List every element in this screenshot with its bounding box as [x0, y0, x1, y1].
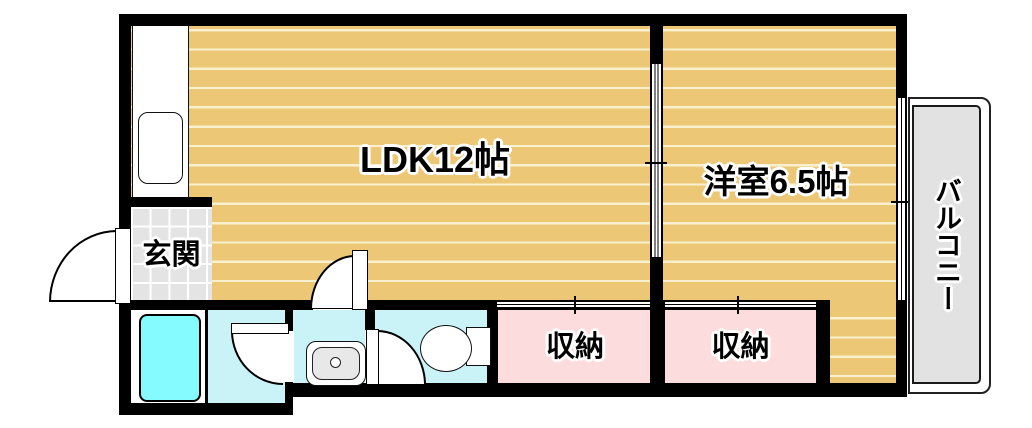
- washroom-doorway-gap: [283, 331, 294, 382]
- storage-right-door-tick: [737, 296, 739, 314]
- entrance-label: 玄関: [142, 239, 201, 271]
- wall-top: [119, 14, 907, 26]
- wall-washbasin-right: [365, 310, 375, 330]
- wall-storage-partition-stub: [650, 300, 665, 310]
- storage-right-floor: [665, 310, 816, 383]
- storage-left-label: 収納: [545, 331, 604, 363]
- storage-left-door-tick: [574, 296, 576, 314]
- wall-storage-partition: [650, 308, 665, 383]
- balcony-inner: [912, 105, 981, 384]
- balcony-deck: [908, 97, 991, 394]
- wall-storage-right: [816, 300, 830, 397]
- entrance-tile-floor: [131, 207, 212, 300]
- ldk-service-door-leaf: [352, 250, 368, 310]
- toilet-door-leaf: [366, 329, 379, 385]
- wall-right-lower: [896, 300, 907, 397]
- washroom-door-leaf: [231, 323, 289, 334]
- wall-right-upper: [896, 14, 907, 98]
- entrance-door-arc: [49, 230, 117, 302]
- balcony-window-tick: [891, 201, 911, 203]
- partition-door-tick: [645, 162, 667, 164]
- balcony-label: バルコニー: [931, 177, 961, 312]
- storage-left-floor: [498, 310, 652, 383]
- storage-right-label: 収納: [711, 331, 770, 363]
- kitchen-sink: [138, 112, 183, 184]
- wall-bath-bottom: [119, 403, 293, 415]
- wall-service-top: [366, 300, 497, 310]
- balcony-window: [896, 98, 907, 300]
- wall-kitchen-entrance: [128, 197, 212, 207]
- toilet-bowl: [420, 325, 472, 372]
- wall-partition-top-stub: [650, 26, 663, 64]
- wall-left-upper: [119, 14, 131, 230]
- washbasin-drain: [330, 357, 341, 368]
- western-room-nook-floor: [830, 300, 896, 383]
- ldk-label: LDK12帖: [359, 139, 511, 180]
- entrance-door-leaf: [115, 228, 131, 304]
- western-room-label: 洋室6.5帖: [703, 163, 849, 200]
- partition-sliding-door: [650, 64, 663, 257]
- wall-partition-bottom-stub: [650, 257, 663, 308]
- wall-left-lower: [119, 300, 131, 415]
- wall-bath-divider: [205, 308, 208, 403]
- wall-entrance-bottom: [119, 300, 313, 310]
- ldk-floor: [131, 26, 896, 300]
- bathtub: [139, 314, 201, 402]
- wall-main-bottom: [285, 383, 896, 397]
- wall-toilet-right: [487, 310, 498, 383]
